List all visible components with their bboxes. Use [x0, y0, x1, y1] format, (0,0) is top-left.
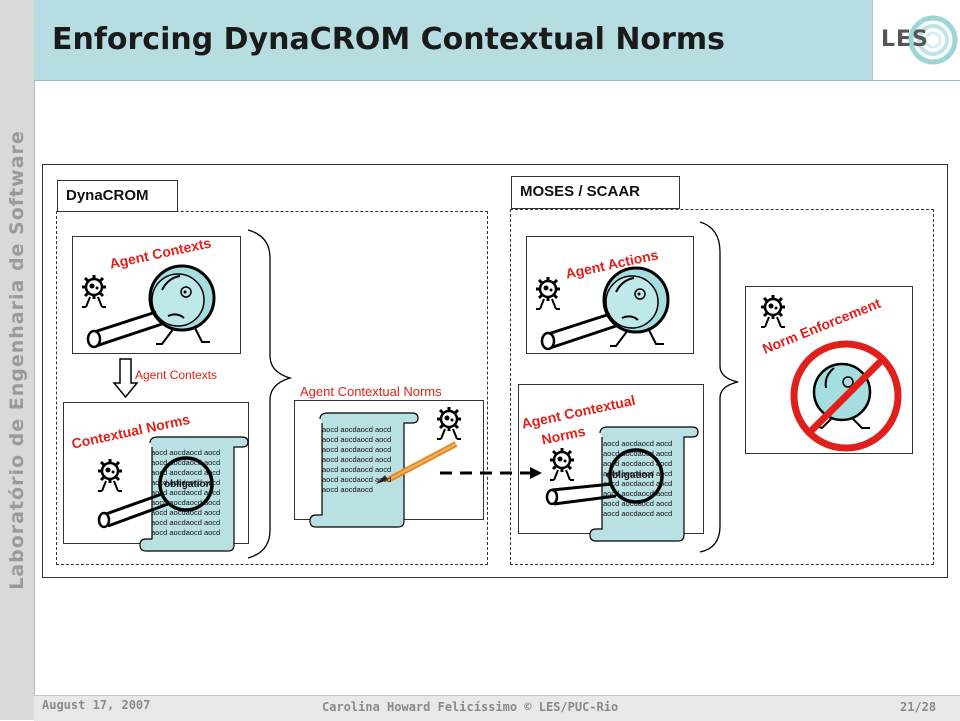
- logo-text: LES: [881, 27, 929, 52]
- logo-area: LES: [872, 0, 960, 81]
- magnifying-glass-icon: [86, 264, 216, 349]
- tab-dynacrom: DynaCROM: [57, 180, 178, 212]
- prohibition-sign-icon: [790, 340, 902, 452]
- tab-moses-scaar: MOSES / SCAAR: [511, 176, 680, 209]
- header-bar: Enforcing DynaCROM Contextual Norms: [34, 0, 872, 81]
- agent-gear-icon: [534, 275, 562, 311]
- scroll-text-middle: aocd aocdaocd aocd aocd aocdaocd aocd ao…: [322, 425, 392, 494]
- sidebar: Laboratório de Engenharia de Software: [0, 0, 35, 720]
- moses-region: [510, 209, 934, 565]
- agent-contextual-norms-label: Agent Contextual Norms: [300, 384, 442, 399]
- magnifying-glass-icon: [608, 448, 664, 504]
- down-arrow-icon: [112, 358, 139, 399]
- diagram-frame: [42, 164, 948, 578]
- dynacrom-region: [56, 211, 488, 565]
- agent-gear-icon: [759, 293, 787, 329]
- slide-title: Enforcing DynaCROM Contextual Norms: [52, 22, 725, 57]
- walking-person-icon: [812, 362, 872, 430]
- arrow-agent-contexts-label: Agent Contexts: [135, 368, 218, 382]
- obligation-label-right: obligation: [606, 470, 654, 481]
- pencil-icon: [376, 441, 458, 484]
- agent-gear-icon: [548, 446, 576, 482]
- scroll-text-right: aocd aocdaocd aocd aocd aocdaocd aocd ao…: [603, 439, 673, 518]
- footer-date: August 17, 2007: [42, 698, 151, 712]
- footer-page-number: 21/28: [900, 700, 937, 714]
- agent-gear-icon: [435, 405, 463, 441]
- agent-gear-icon: [80, 273, 108, 309]
- footer-bar: August 17, 2007 Carolina Howard Felicíss…: [34, 695, 960, 721]
- magnifying-glass-icon: [158, 456, 214, 512]
- magnifying-glass-icon: [540, 266, 670, 351]
- agent-gear-icon: [96, 457, 124, 493]
- curly-brace-icon: [247, 229, 293, 559]
- curly-brace-icon: [699, 221, 739, 553]
- footer-author: Carolina Howard Felicíssimo © LES/PUC-Ri…: [322, 700, 619, 714]
- obligation-label-left: obligation: [164, 479, 212, 490]
- les-logo-swirl-icon: [908, 15, 958, 65]
- scroll-text-left: aocd aocdaocd aocd aocd aocdaocd aocd ao…: [151, 448, 221, 537]
